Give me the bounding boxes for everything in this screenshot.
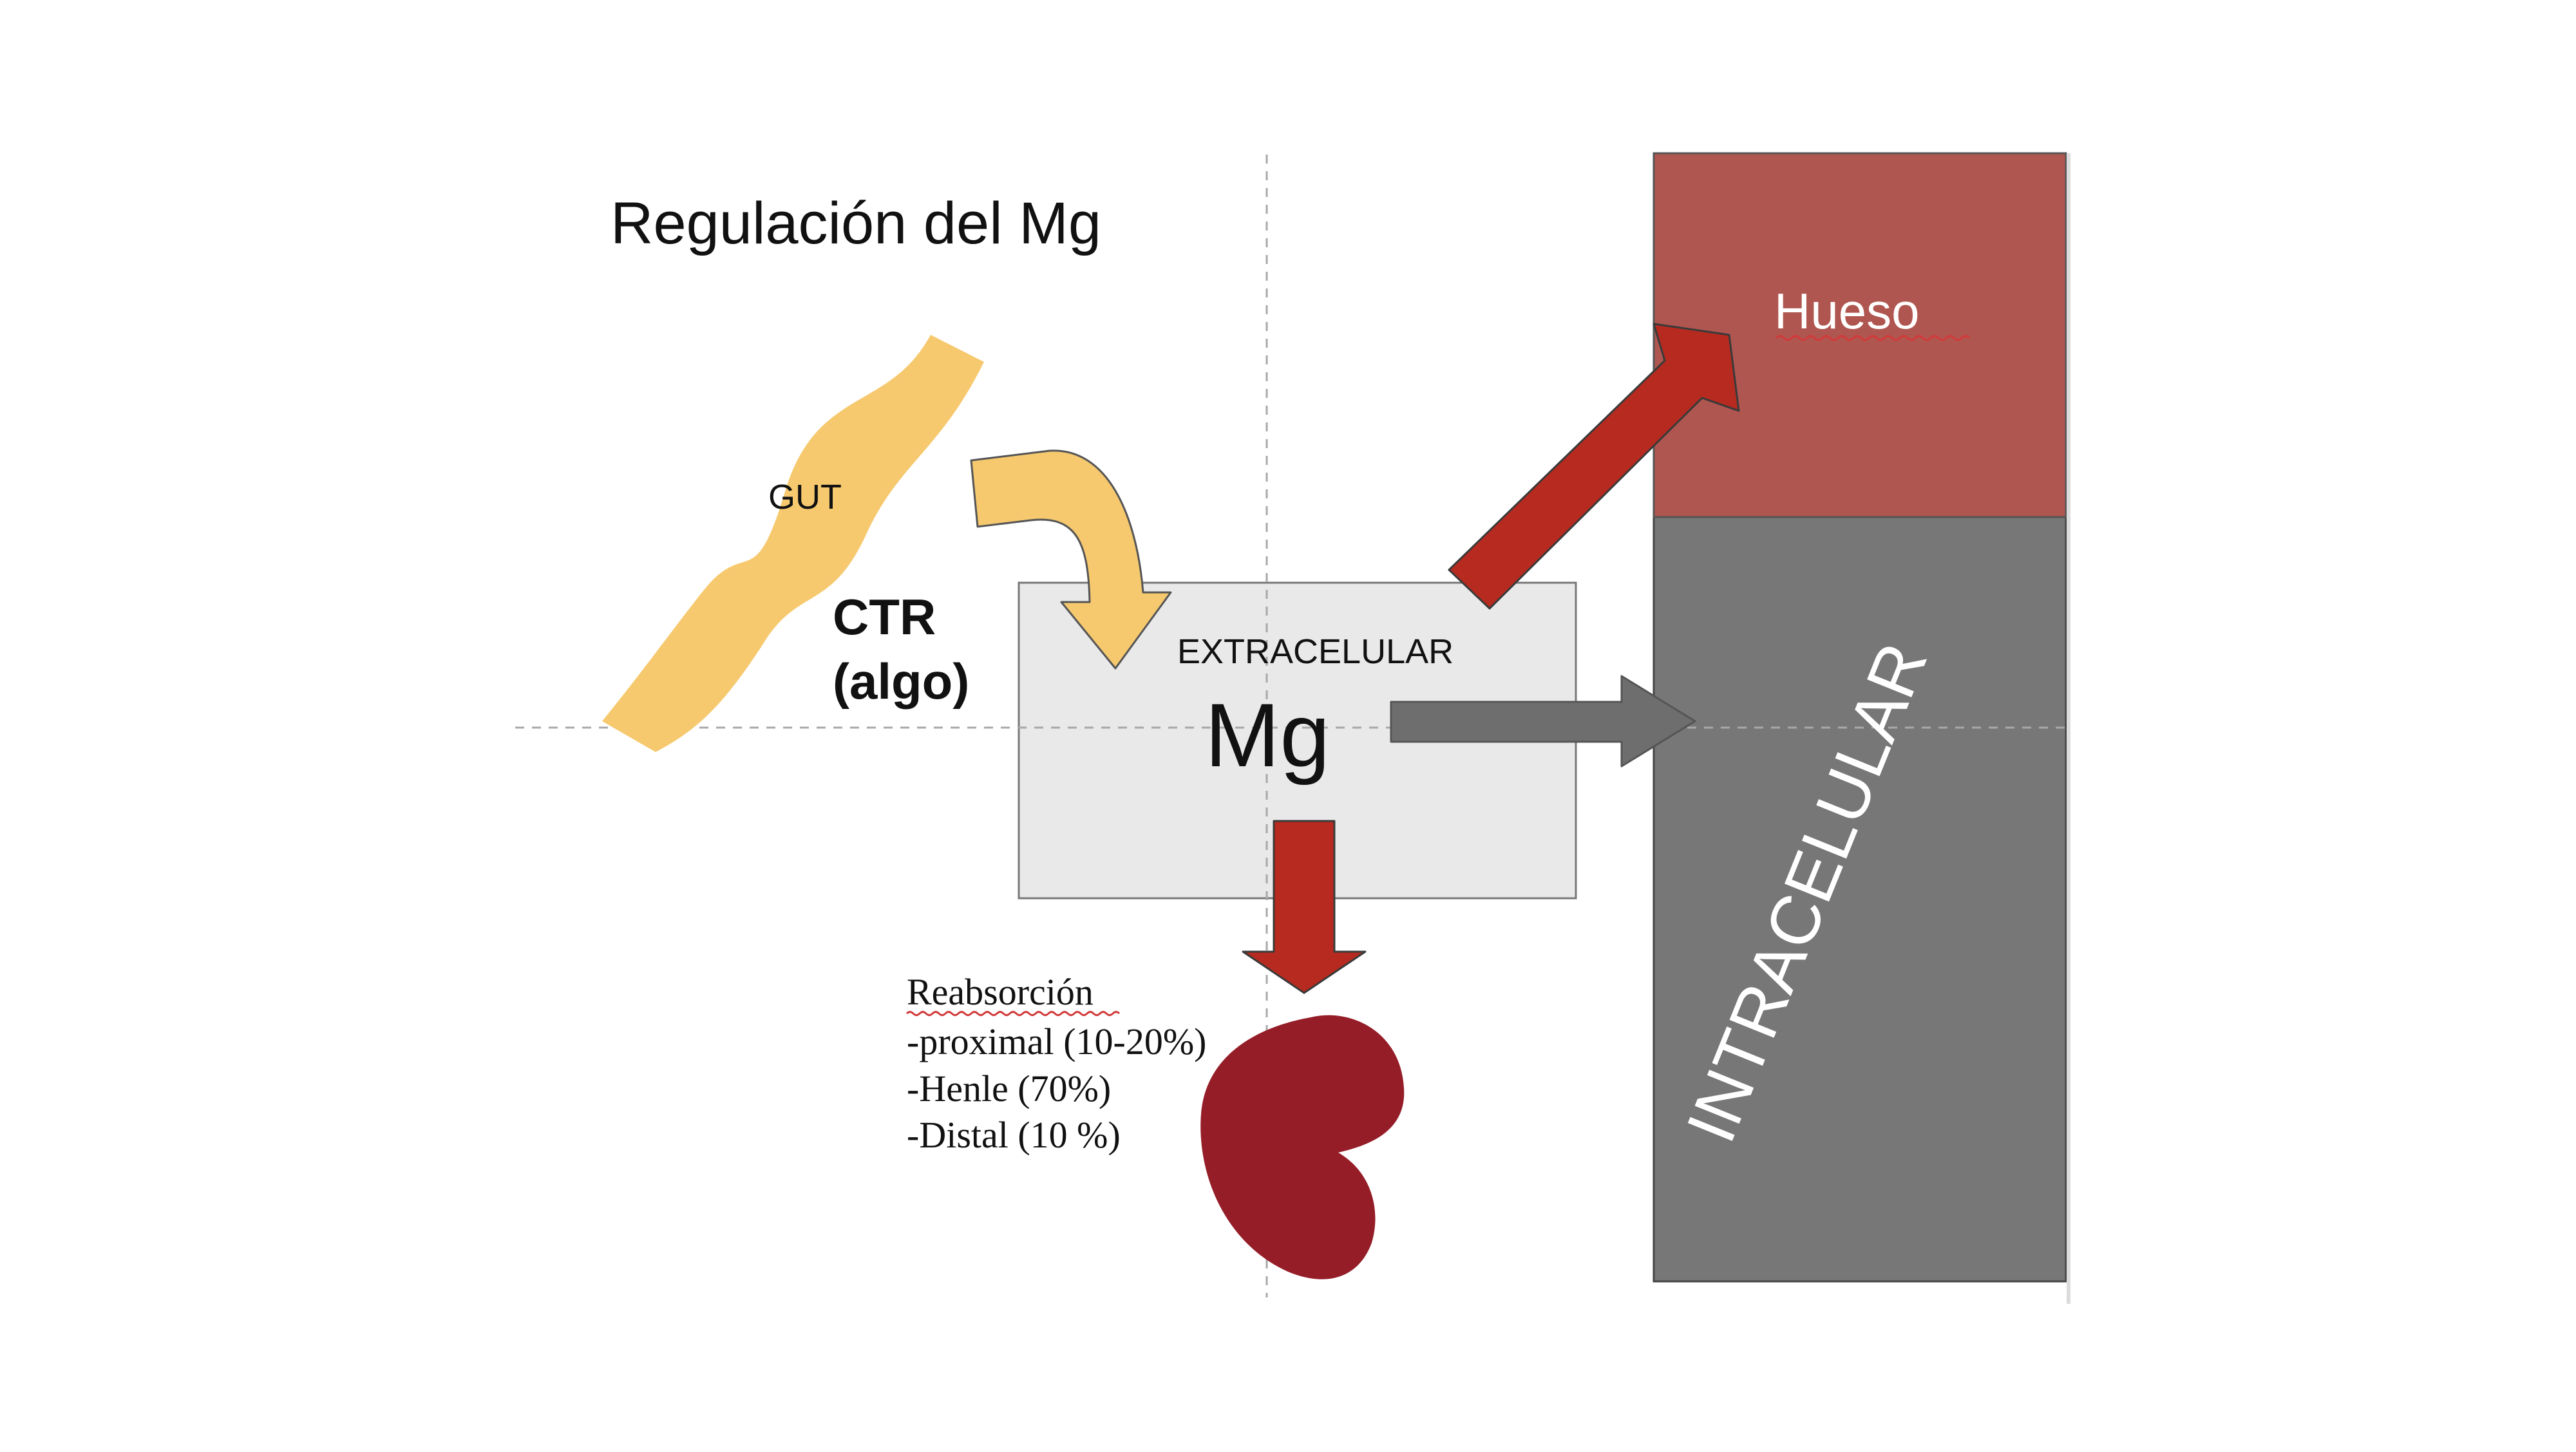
bone-label: Hueso (1774, 283, 1919, 339)
reabsorption-distal: -Distal (10 %) (907, 1114, 1121, 1156)
gut-shape (602, 335, 984, 752)
bone-label-underline (1775, 335, 1971, 341)
reabsorption-proximal: -proximal (10-20%) (907, 1021, 1206, 1062)
diagram-title: Regulación del Mg (611, 191, 1101, 256)
kidney-arrow (1242, 820, 1367, 994)
absorption-arrow (970, 449, 1172, 670)
intracellular-arrow (1390, 675, 1696, 768)
kidney-shape (1200, 1015, 1405, 1279)
ctr-label: CTR (833, 589, 936, 645)
reabsorption-henle: -Henle (70%) (907, 1068, 1111, 1109)
reabsorption-underline (905, 1011, 1121, 1016)
extracellular-label: EXTRACELULAR (1177, 632, 1454, 671)
reabsorption-heading: Reabsorción (907, 971, 1094, 1013)
ctr-sublabel: (algo) (833, 653, 969, 710)
gut-label: GUT (768, 478, 842, 516)
mg-ion-label: Mg (1205, 684, 1330, 786)
intracellular-compartment (1653, 514, 2067, 1283)
bone-arrow (1448, 323, 1740, 610)
